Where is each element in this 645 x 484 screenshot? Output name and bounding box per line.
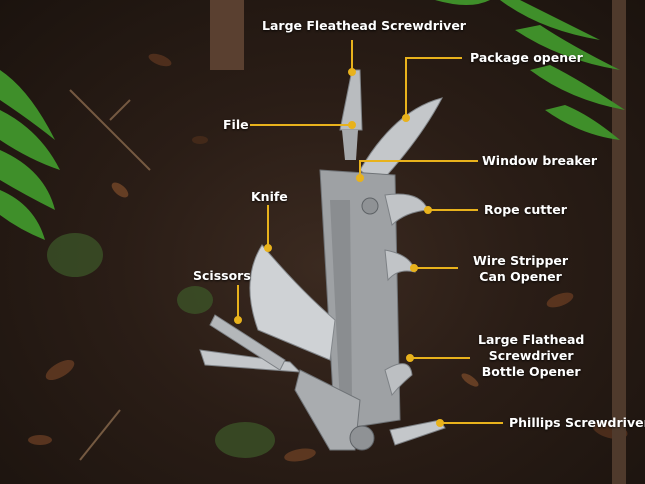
label-wire-stripper-line1: Wire Stripper	[473, 253, 569, 268]
label-file: File	[223, 117, 249, 132]
label-large-flathead-bottle-opener: Large Flathead Screwdriver Bottle Opener	[478, 332, 584, 380]
tree-trunk-left	[210, 0, 244, 70]
leader-package-opener	[405, 57, 462, 118]
label-knife: Knife	[251, 189, 288, 204]
label-wire-stripper-line2: Can Opener	[479, 269, 562, 284]
label-large-flathead-screwdriver-top: Large Fleathead Screwdriver	[262, 18, 466, 33]
leader-window-breaker	[359, 160, 478, 178]
moss-decoration	[47, 233, 275, 458]
label-phillips-screwdriver: Phillips Screwdriver	[509, 415, 645, 430]
label-rope-cutter: Rope cutter	[484, 202, 567, 217]
label-window-breaker: Window breaker	[482, 153, 598, 168]
fern-right-decoration	[435, 0, 625, 140]
leader-lines	[234, 40, 503, 427]
label-scissors: Scissors	[193, 268, 251, 283]
label-large-flathead-line3: Bottle Opener	[481, 364, 581, 379]
fern-left-decoration	[0, 70, 60, 240]
tree-trunk-right	[612, 0, 626, 484]
label-wire-stripper-can-opener: Wire Stripper Can Opener	[473, 253, 568, 285]
label-large-flathead-line2: Screwdriver	[488, 348, 574, 363]
multitool-icon	[199, 69, 446, 451]
label-large-flathead-line1: Large Flathead	[478, 332, 585, 347]
twig-decoration	[69, 89, 151, 461]
label-package-opener: Package opener	[470, 50, 583, 65]
